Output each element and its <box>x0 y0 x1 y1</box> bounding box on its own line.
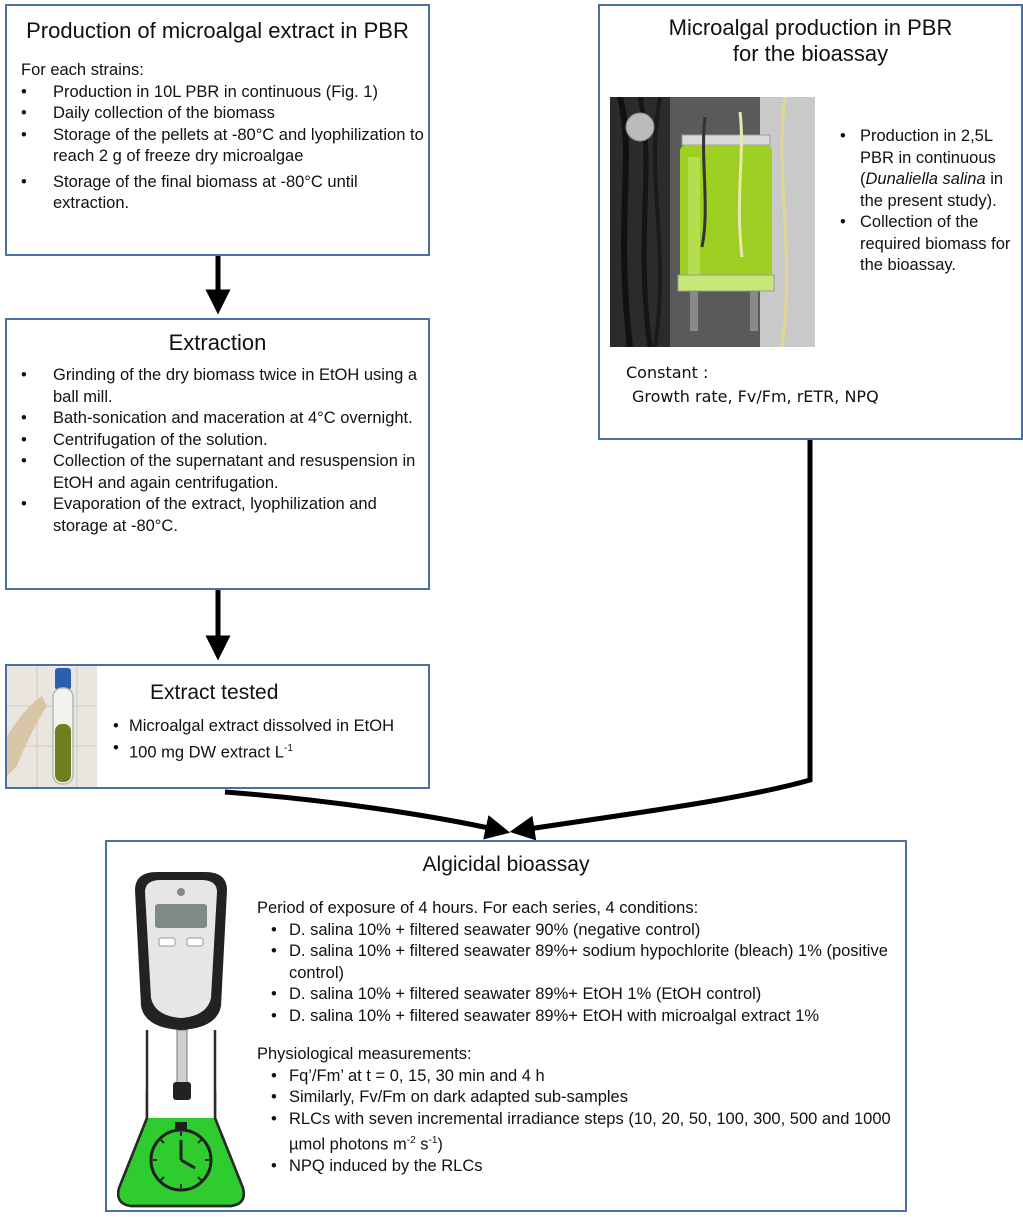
list-item: Production in 2,5L PBR in continuous (Du… <box>826 126 1022 212</box>
list-item: Similarly, Fv/Fm on dark adapted sub-sam… <box>257 1087 901 1109</box>
extract-tube-photo <box>7 666 97 787</box>
extract-tested-item-1: Microalgal extract dissolved in EtOH <box>129 717 395 735</box>
list-item: NPQ induced by the RLCs <box>257 1156 901 1178</box>
list-item: RLCs with seven incremental irradiance s… <box>257 1109 901 1157</box>
list-item: Evaporation of the extract, lyophilizati… <box>7 494 428 537</box>
list-item: Daily collection of the biomass <box>7 103 428 125</box>
extraction-box-list: Grinding of the dry biomass twice in EtO… <box>7 365 428 537</box>
measurements-label: Physiological measurements: <box>257 1045 472 1063</box>
extract-tested-list: Microalgal extract dissolved in EtOH 100… <box>99 716 424 764</box>
list-item: Storage of the pellets at -80°C and lyop… <box>7 125 428 168</box>
arrow-extract-tested-to-bioassay <box>224 789 511 840</box>
pbr-box-list: Production in 2,5L PBR in continuous (Du… <box>826 126 1022 277</box>
production-box-list: Production in 10L PBR in continuous (Fig… <box>7 82 428 215</box>
production-box-intro: For each strains: <box>21 61 144 79</box>
constant-values: Growth rate, Fv/Fm, rETR, NPQ <box>632 387 879 406</box>
production-box: Production of microalgal extract in PBR … <box>5 4 430 256</box>
pbr-box-title-line2: for the bioassay <box>732 41 889 66</box>
list-item: Storage of the final biomass at -80°C un… <box>7 172 428 215</box>
list-item: D. salina 10% + filtered seawater 89%+ E… <box>257 1006 901 1028</box>
extraction-box: Extraction Grinding of the dry biomass t… <box>5 318 430 590</box>
rlc-text-a: RLCs with seven incremental irradiance s… <box>289 1109 891 1154</box>
rlc-text-b: s <box>415 1135 429 1154</box>
bioassay-box-title: Algicidal bioassay <box>422 853 590 876</box>
unit-superscript: -2 <box>406 1135 416 1146</box>
unit-superscript: -1 <box>283 742 293 754</box>
list-item: Collection of the supernatant and resusp… <box>7 451 428 494</box>
bioassay-intro: Period of exposure of 4 hours. For each … <box>257 899 699 917</box>
list-item: Bath-sonication and maceration at 4°C ov… <box>7 408 428 430</box>
unit-superscript: -1 <box>428 1135 438 1146</box>
bioassay-conditions-list: D. salina 10% + filtered seawater 90% (n… <box>257 920 901 1028</box>
list-item: D. salina 10% + filtered seawater 90% (n… <box>257 920 901 942</box>
list-item: Production in 10L PBR in continuous (Fig… <box>7 82 428 104</box>
list-item: Fq’/Fm’ at t = 0, 15, 30 min and 4 h <box>257 1066 901 1088</box>
pbr-item-1-post: in the present study). <box>860 170 1004 210</box>
list-item: Collection of the required biomass for t… <box>826 212 1022 277</box>
extract-tested-box-title: Extract tested <box>150 681 279 704</box>
list-item: D. salina 10% + filtered seawater 89%+ E… <box>257 984 901 1006</box>
pbr-photo <box>610 97 815 347</box>
pbr-box-title-line1: Microalgal production in PBR <box>668 15 953 40</box>
rlc-text-c: ) <box>437 1135 443 1154</box>
list-item: 100 mg DW extract L-1 <box>99 738 424 764</box>
constant-label: Constant : <box>626 363 709 382</box>
production-box-title: Production of microalgal extract in PBR <box>26 18 409 43</box>
list-item: Grinding of the dry biomass twice in EtO… <box>7 365 428 408</box>
algicidal-bioassay-box: Algicidal bioassay <box>105 840 907 1212</box>
arrow-pbr-to-bioassay <box>509 440 813 841</box>
pbr-item-1-species: Dunaliella salina <box>865 170 986 188</box>
list-item: Microalgal extract dissolved in EtOH <box>99 716 424 738</box>
list-item: D. salina 10% + filtered seawater 89%+ s… <box>257 941 901 984</box>
extract-tested-item-2: 100 mg DW extract L <box>129 743 284 761</box>
pbr-item-1-pre: Production in 2,5L PBR in continuous ( <box>860 127 996 188</box>
list-item: Centrifugation of the solution. <box>7 430 428 452</box>
extraction-box-title: Extraction <box>168 330 267 355</box>
pbr-bioassay-box: Microalgal production in PBR for the bio… <box>598 4 1023 440</box>
extract-tested-box: Extract tested Microalgal extract dissol… <box>5 664 430 789</box>
fluorometer-flask-illustration <box>111 870 251 1212</box>
bioassay-measurements-list: Fq’/Fm’ at t = 0, 15, 30 min and 4 h Sim… <box>257 1066 901 1178</box>
